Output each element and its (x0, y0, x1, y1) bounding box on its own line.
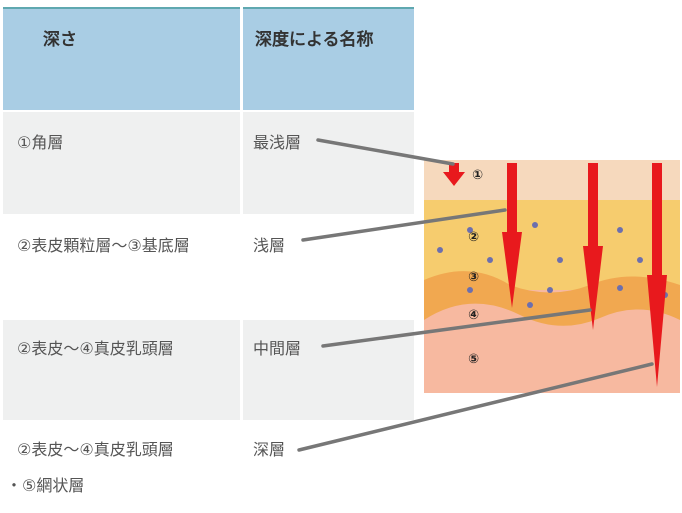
arrow-icon-middle (583, 163, 603, 330)
stratum-corneum-layer (424, 160, 680, 205)
basal-layer (424, 271, 680, 326)
cell-text: ②表皮～④真皮乳頭層 (17, 339, 174, 358)
leader-line (316, 138, 455, 166)
cell-text: ②表皮顆粒層～③基底層 (17, 236, 190, 255)
arrow-icon-shallowest (443, 163, 465, 186)
cell-text: 深層 (253, 440, 286, 459)
row1-name: 最浅層 (243, 112, 414, 214)
cell-text: 最浅層 (253, 133, 302, 152)
header-name-label: 深度による名称 (255, 30, 374, 50)
row2-depth: ②表皮顆粒層～③基底層 (3, 216, 240, 318)
arrow-icon-shallow (502, 163, 522, 308)
label-5: ⑤ (468, 352, 479, 367)
label-1: ① (472, 168, 483, 183)
leader-line (301, 208, 507, 242)
label-2: ② (468, 230, 479, 245)
row3-depth: ②表皮～④真皮乳頭層 (3, 320, 240, 420)
cell-text: 浅層 (253, 236, 286, 255)
cell-text: ①角層 (17, 133, 64, 152)
header-depth-label: 深さ (43, 30, 77, 50)
row1-depth: ①角層 (3, 112, 240, 214)
cell-text: ②表皮～④真皮乳頭層 (17, 440, 174, 459)
leader-line (321, 308, 592, 348)
cell-text: 中間層 (253, 339, 302, 358)
leader-line (297, 362, 654, 452)
header-name: 深度による名称 (243, 7, 414, 110)
row4-name: 深層 (243, 422, 414, 462)
label-4: ④ (468, 308, 479, 323)
footnote: ・⑤網状層 (6, 476, 85, 495)
arrow-icon-deep (647, 163, 667, 387)
row4-depth: ②表皮～④真皮乳頭層 (3, 422, 240, 462)
label-3: ③ (468, 270, 479, 285)
granular-layer (424, 200, 680, 290)
header-depth: 深さ (3, 7, 240, 110)
row2-name: 浅層 (243, 216, 414, 318)
